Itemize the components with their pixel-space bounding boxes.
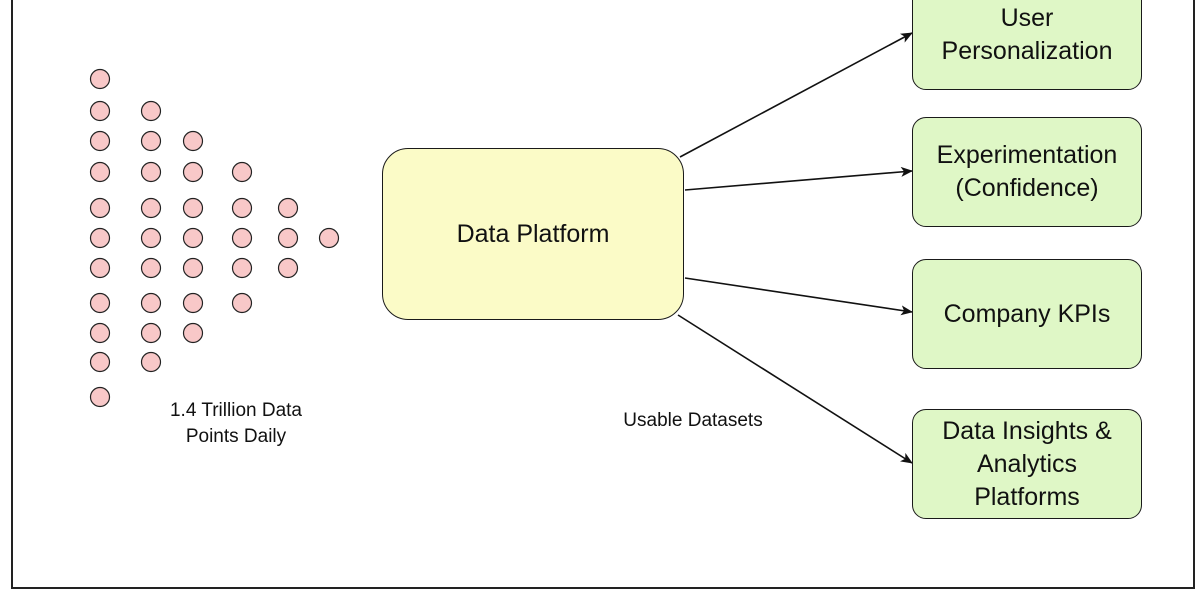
data-platform-label: Data Platform bbox=[456, 219, 610, 248]
diagram-frame bbox=[11, 0, 1195, 589]
data-point-dot bbox=[182, 197, 204, 219]
data-point-dot bbox=[89, 130, 111, 152]
data-point-dot bbox=[182, 161, 204, 183]
data-point-dot bbox=[140, 257, 162, 279]
data-points-cluster bbox=[89, 68, 340, 408]
data-point-dot bbox=[318, 227, 340, 249]
data-point-dot bbox=[182, 227, 204, 249]
data-point-dot bbox=[89, 386, 111, 408]
edges bbox=[677, 32, 913, 464]
target-label: Data Insights & Analytics Platforms bbox=[942, 416, 1112, 511]
data-point-dot bbox=[140, 130, 162, 152]
edge-label-usable-datasets: Usable Datasets bbox=[623, 410, 763, 431]
edge-to-experimentation bbox=[684, 166, 913, 191]
data-platform-node: Data Platform bbox=[382, 148, 684, 320]
source-caption: 1.4 Trillion Data Points Daily bbox=[169, 400, 302, 447]
data-point-dot bbox=[140, 322, 162, 344]
edge-to-company-kpis bbox=[684, 277, 913, 316]
data-point-dot bbox=[277, 197, 299, 219]
data-point-dot bbox=[140, 227, 162, 249]
data-point-dot bbox=[140, 161, 162, 183]
data-point-dot bbox=[140, 292, 162, 314]
data-point-dot bbox=[182, 130, 204, 152]
data-point-dot bbox=[140, 100, 162, 122]
data-point-dot bbox=[140, 351, 162, 373]
target-user-personalization: User Personalization bbox=[912, 0, 1142, 90]
data-point-dot bbox=[89, 68, 111, 90]
data-point-dot bbox=[89, 322, 111, 344]
data-point-dot bbox=[277, 257, 299, 279]
data-point-dot bbox=[231, 197, 253, 219]
target-label: Company KPIs bbox=[943, 299, 1111, 328]
target-label: Experimentation (Confidence) bbox=[936, 141, 1118, 202]
edge-to-user-personalization bbox=[679, 32, 913, 158]
data-point-dot bbox=[140, 197, 162, 219]
data-point-dot bbox=[89, 197, 111, 219]
data-point-dot bbox=[89, 100, 111, 122]
edge-to-data-insights bbox=[677, 314, 913, 464]
target-data-insights: Data Insights & Analytics Platforms bbox=[912, 409, 1142, 519]
data-point-dot bbox=[231, 161, 253, 183]
data-point-dot bbox=[182, 292, 204, 314]
target-experimentation: Experimentation (Confidence) bbox=[912, 117, 1142, 227]
data-point-dot bbox=[182, 257, 204, 279]
data-point-dot bbox=[231, 257, 253, 279]
data-point-dot bbox=[231, 292, 253, 314]
target-label: User Personalization bbox=[941, 4, 1113, 65]
data-point-dot bbox=[89, 351, 111, 373]
data-point-dot bbox=[89, 227, 111, 249]
target-company-kpis: Company KPIs bbox=[912, 259, 1142, 369]
data-point-dot bbox=[182, 322, 204, 344]
data-point-dot bbox=[89, 161, 111, 183]
data-point-dot bbox=[277, 227, 299, 249]
data-point-dot bbox=[89, 292, 111, 314]
data-point-dot bbox=[89, 257, 111, 279]
data-point-dot bbox=[231, 227, 253, 249]
